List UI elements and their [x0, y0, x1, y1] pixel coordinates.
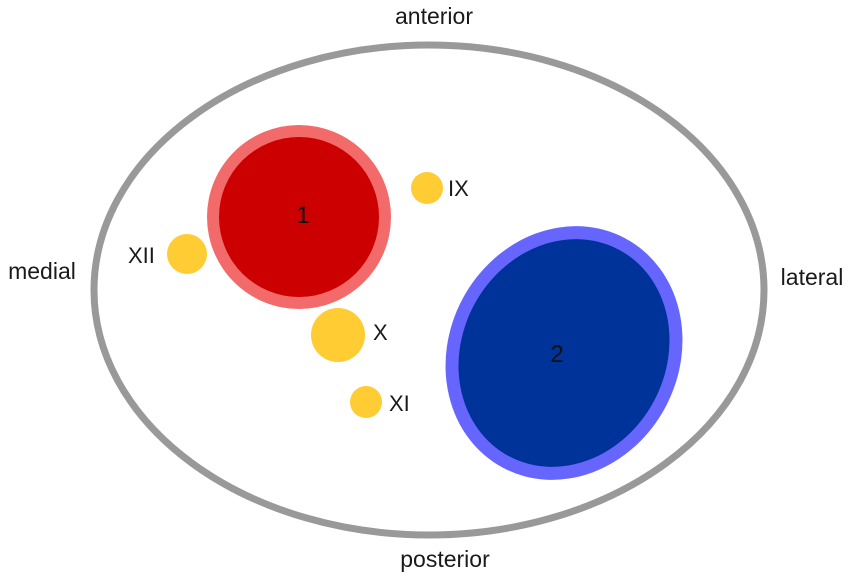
- nerve-ix: IX: [411, 172, 469, 204]
- vessel-2-lumen: [458, 239, 670, 467]
- nerve-xii-circle: [167, 234, 207, 274]
- nerve-xi-circle: [350, 386, 382, 418]
- nerve-x: X: [311, 308, 388, 362]
- nerve-xii-label: XII: [128, 243, 155, 268]
- nerve-xii: XII: [128, 234, 207, 274]
- label-medial: medial: [8, 258, 76, 284]
- label-posterior: posterior: [400, 546, 490, 572]
- vessel-1-lumen: [219, 137, 379, 297]
- label-lateral: lateral: [781, 264, 844, 290]
- vessel-1-label: 1: [296, 202, 309, 229]
- vessel-1: 1: [207, 125, 391, 309]
- nerve-x-label: X: [373, 320, 388, 345]
- nerve-ix-label: IX: [448, 176, 469, 201]
- vessel-2: 2: [445, 226, 683, 480]
- nerve-xi: XI: [350, 386, 410, 418]
- vessel-2-label: 2: [550, 341, 563, 368]
- label-anterior: anterior: [395, 3, 473, 29]
- nerve-xi-label: XI: [389, 391, 410, 416]
- nerve-ix-circle: [411, 172, 443, 204]
- nerve-x-circle: [311, 308, 365, 362]
